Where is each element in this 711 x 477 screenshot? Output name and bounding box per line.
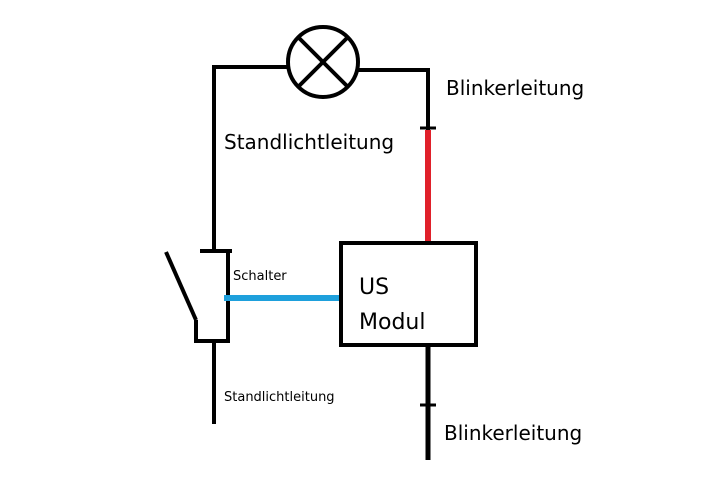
label-module-modul: Modul (359, 310, 425, 335)
label-blinkerleitung-top: Blinkerleitung (446, 76, 584, 100)
label-standlichtleitung-top: Standlichtleitung (224, 130, 394, 154)
lamp-icon (286, 25, 360, 99)
us-module-box (339, 241, 478, 347)
wire-blinker-top (358, 68, 430, 130)
switch-icon (164, 249, 232, 343)
label-schalter: Schalter (233, 269, 287, 284)
label-module-us: US (359, 275, 389, 300)
label-blinkerleitung-bottom: Blinkerleitung (444, 421, 582, 445)
wire-standlicht-top (212, 65, 288, 252)
label-standlichtleitung-bottom: Standlichtleitung (224, 390, 335, 405)
